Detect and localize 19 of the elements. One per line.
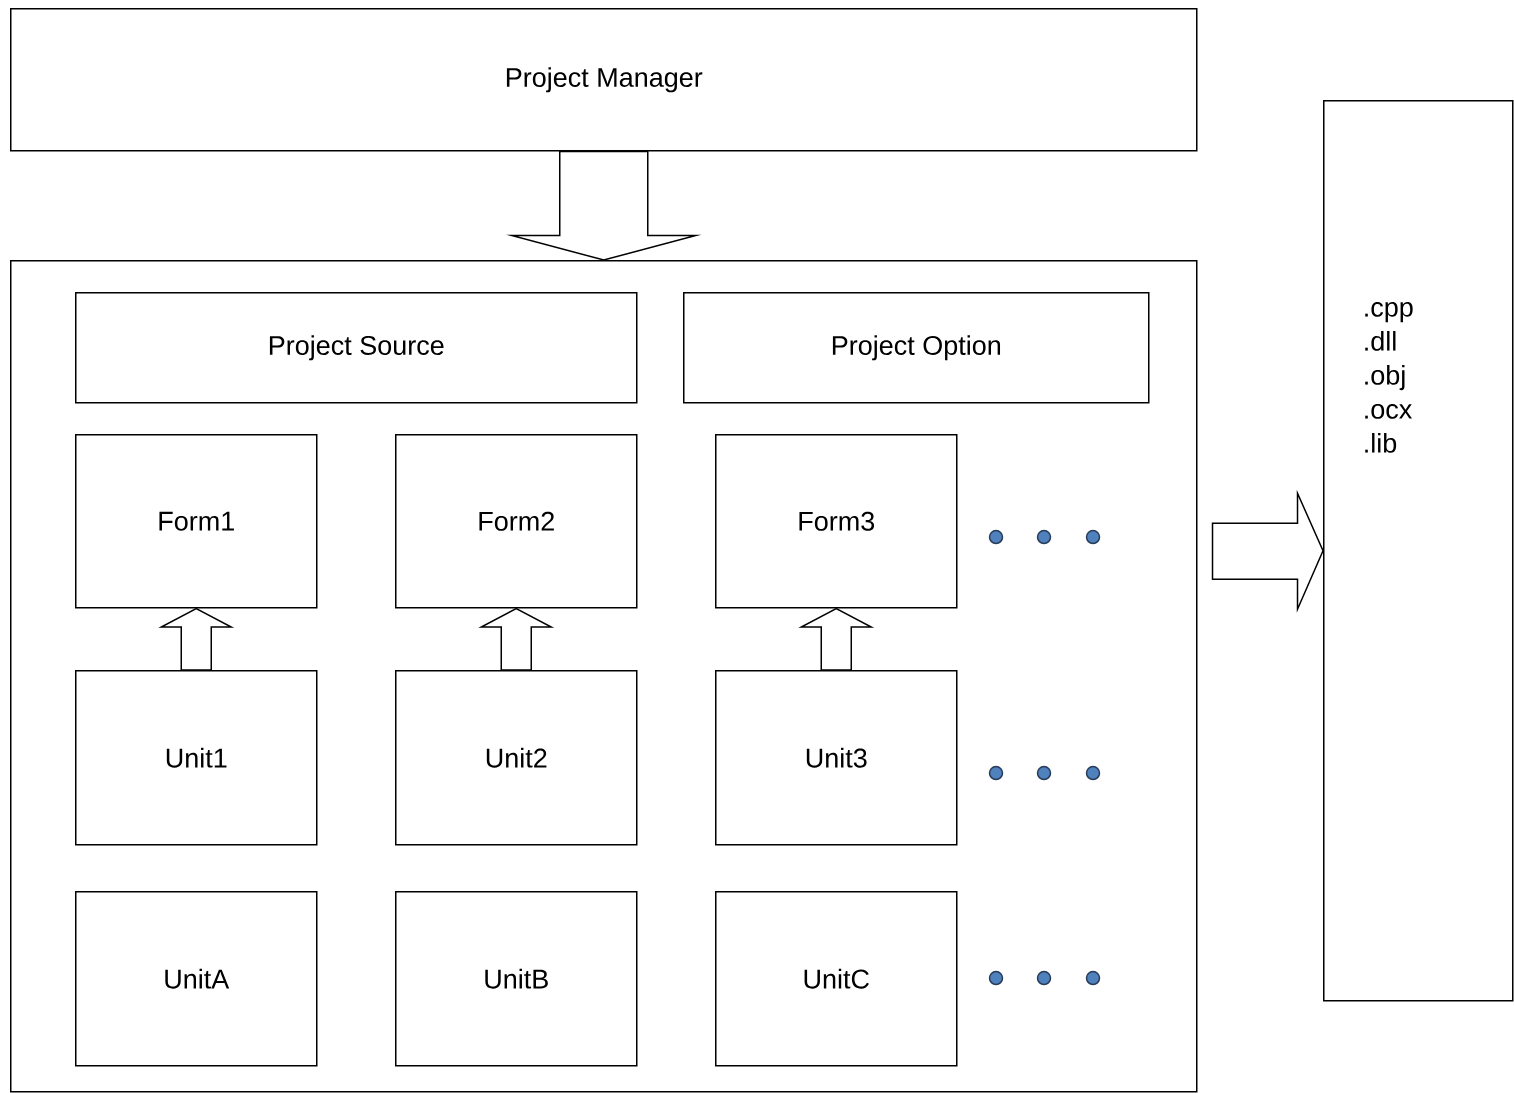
unit-box: Unit2 <box>395 670 638 846</box>
block-arrow <box>1211 489 1324 613</box>
form-box: Form2 <box>395 434 638 609</box>
unit-box: UnitB <box>395 891 638 1067</box>
manager-box: Project Manager <box>10 8 1198 152</box>
unit-box: Unit3 <box>715 670 958 846</box>
unit-box: Unit1 <box>75 670 318 846</box>
block-arrow <box>478 607 555 671</box>
block-arrow <box>798 607 875 671</box>
file-list-box: .cpp .dll .obj .ocx .lib <box>1323 100 1514 1002</box>
source-box: Project Source <box>75 292 638 404</box>
container-box <box>10 260 1198 1093</box>
form-box: Form1 <box>75 434 318 609</box>
unit-box: UnitA <box>75 891 318 1067</box>
block-arrow <box>158 607 235 671</box>
block-arrow <box>506 150 702 261</box>
unit-box: UnitC <box>715 891 958 1067</box>
option-box: Project Option <box>683 292 1150 404</box>
form-box: Form3 <box>715 434 958 609</box>
